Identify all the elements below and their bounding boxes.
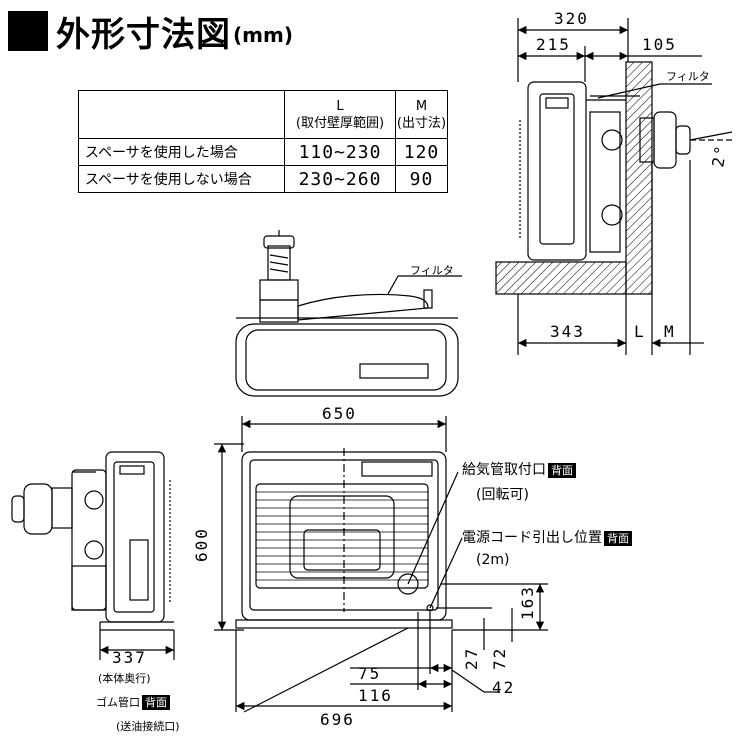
floor-hatch bbox=[495, 261, 627, 295]
table-header-row: L (取付壁厚範囲) M (出寸法) bbox=[78, 90, 448, 139]
dim-27: 27 bbox=[462, 646, 481, 670]
back-tag: 背面 bbox=[548, 463, 576, 478]
top-view-body bbox=[235, 323, 459, 397]
cord-exit-icon bbox=[426, 604, 434, 612]
heater-panel-side bbox=[539, 93, 575, 245]
wall-hatch bbox=[625, 61, 653, 295]
table-header-M: M (出寸法) bbox=[395, 90, 448, 139]
pipe-cap bbox=[653, 111, 677, 169]
row-L-value: 110~230 bbox=[284, 138, 396, 166]
header-M-sub: (出寸法) bbox=[396, 115, 447, 131]
title-square-icon bbox=[8, 11, 48, 51]
label-cord: 電源コード引出し位置背面 bbox=[462, 527, 632, 547]
label-filter-side: フィルタ bbox=[666, 70, 710, 83]
left-side-view bbox=[11, 451, 175, 660]
dim-M: M bbox=[664, 322, 676, 341]
dim-116: 116 bbox=[358, 686, 393, 705]
dim-42: 42 bbox=[492, 678, 516, 697]
back-tag: 背面 bbox=[142, 695, 170, 710]
side-body bbox=[105, 451, 165, 623]
cord-text: 電源コード引出し位置 bbox=[462, 530, 602, 546]
grille-bars bbox=[256, 491, 428, 581]
label-rubber-note: (送油接続口) bbox=[116, 720, 180, 733]
front-grille bbox=[255, 483, 429, 589]
label-filter-top: フィルタ bbox=[410, 264, 454, 277]
dimension-table: L (取付壁厚範囲) M (出寸法) スペーサを使用した場合 110~230 1… bbox=[78, 90, 448, 193]
label-rubber: ゴム管口背面 bbox=[96, 694, 170, 710]
label-depth-note: (本体奥行) bbox=[98, 672, 151, 685]
label-intake-note: (回転可) bbox=[476, 487, 529, 503]
title-main: 外形寸法図 bbox=[56, 14, 231, 55]
dim-72: 72 bbox=[490, 646, 509, 670]
label-cord-length: (2m) bbox=[476, 552, 510, 568]
heater-body-side bbox=[527, 81, 587, 261]
back-tag: 背面 bbox=[604, 531, 632, 546]
intake-text: 給気管取付口 bbox=[462, 462, 546, 478]
row-label: スペーサを使用した場合 bbox=[78, 138, 285, 166]
side-install-view bbox=[495, 18, 733, 355]
front-display bbox=[361, 461, 433, 477]
page-title: 外形寸法図 (mm) bbox=[8, 8, 293, 55]
dim-337: 337 bbox=[112, 648, 147, 667]
dim-650: 650 bbox=[322, 404, 357, 423]
table-row: スペーサを使用しない場合 230~260 90 bbox=[78, 165, 448, 193]
dim-163: 163 bbox=[518, 585, 537, 620]
dim-696: 696 bbox=[320, 710, 355, 729]
front-view bbox=[214, 416, 548, 713]
top-view-label-plate bbox=[359, 363, 429, 379]
duct-block bbox=[589, 111, 621, 253]
header-M: M bbox=[415, 98, 428, 114]
label-intake: 給気管取付口背面 bbox=[462, 459, 576, 479]
side-pipe-cap bbox=[23, 483, 53, 535]
label-angle: 2° bbox=[708, 142, 732, 169]
heater-tab bbox=[545, 97, 569, 109]
dim-75: 75 bbox=[358, 664, 382, 683]
header-L: L bbox=[336, 98, 344, 114]
dim-320: 320 bbox=[554, 9, 589, 28]
row-M-value: 90 bbox=[395, 165, 448, 193]
dim-600: 600 bbox=[192, 527, 211, 562]
intake-port-icon bbox=[397, 573, 419, 595]
dim-343: 343 bbox=[550, 322, 585, 341]
dim-105: 105 bbox=[642, 35, 677, 54]
dim-215: 215 bbox=[536, 35, 571, 54]
rubber-text: ゴム管口 bbox=[96, 696, 140, 709]
top-view bbox=[235, 230, 462, 397]
title-unit: (mm) bbox=[233, 23, 293, 47]
dim-L: L bbox=[634, 322, 646, 341]
header-L-sub: (取付壁厚範囲) bbox=[295, 115, 385, 131]
row-label: スペーサを使用しない場合 bbox=[78, 165, 285, 193]
